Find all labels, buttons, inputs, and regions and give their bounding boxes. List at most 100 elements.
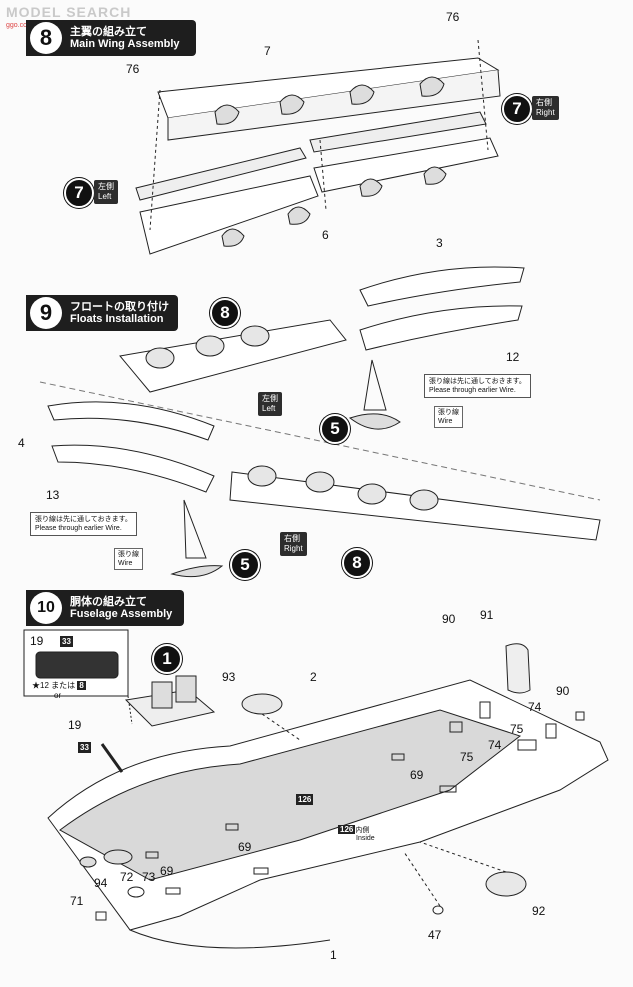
wire-callout-right: 張り線は先に通しておきます。 Please through earlier Wir… [424, 374, 531, 398]
wing-lower-right-part [309, 111, 499, 197]
part-number: 69 [410, 768, 424, 782]
step-title-en: Fuselage Assembly [70, 608, 173, 620]
float-left-assembly [47, 401, 224, 578]
callout-en: Please through earlier Wire. [35, 525, 122, 532]
sub-assembly-disc: 8 [342, 548, 372, 578]
sub-assembly-disc: 5 [320, 414, 350, 444]
wire-jp: 張り線 [438, 409, 459, 416]
part-number: 75 [460, 750, 474, 764]
inset-frame [23, 629, 133, 725]
part-number: 1 [330, 948, 337, 962]
side-en: Left [262, 404, 276, 413]
part-number: 75 [510, 722, 524, 736]
or-en: or [54, 691, 62, 700]
part-number: 13 [46, 488, 60, 502]
step-title-jp: 主翼の組み立て [70, 26, 147, 38]
part-number: 72 [120, 870, 134, 884]
part-number: 4 [18, 436, 25, 450]
inside-jp: 内側 [355, 827, 370, 834]
wing-lower-left-part [135, 147, 319, 255]
step-number: 9 [30, 297, 62, 329]
or-jp: または [51, 681, 76, 690]
callout-en: Please through earlier Wire. [429, 387, 516, 394]
inside-decal: 126 [338, 825, 356, 834]
step-8-banner: 8 主翼の組み立て Main Wing Assembly [26, 20, 196, 56]
part-number: 76 [126, 62, 140, 76]
guide-lines-step10 [261, 713, 507, 907]
decal-number: 126 [296, 794, 314, 805]
side-en: Left [98, 192, 112, 201]
guide-lines-step8 [149, 39, 489, 231]
callout-jp: 張り線は先に通しておきます。 [429, 378, 526, 385]
wire-en: Wire [118, 560, 133, 567]
part-number: 2 [310, 670, 317, 684]
step-9-banner: 9 フロートの取り付け Floats Installation [26, 295, 178, 331]
part-number: 6 [322, 228, 329, 242]
side-jp: 左側 [98, 182, 114, 191]
wire-tag: 張り線 Wire [114, 548, 143, 570]
part-number: 73 [142, 870, 156, 884]
part-number: 92 [532, 904, 546, 918]
float-right-assembly [348, 266, 525, 430]
part-number: 90 [442, 612, 456, 626]
wire-en: Wire [438, 418, 453, 425]
part-number: 69 [160, 864, 174, 878]
wire-tag: 張り線 Wire [434, 406, 463, 428]
part-number: 71 [70, 894, 84, 908]
callout-jp: 張り線は先に通しておきます。 [35, 516, 132, 523]
side-jp: 左側 [262, 394, 278, 403]
step-title-jp: フロートの取り付け [70, 301, 169, 313]
watermark-sub: ggo.com [6, 22, 33, 29]
step-number: 8 [30, 22, 62, 54]
left-wing-section [119, 319, 347, 393]
cockpit-seats-part [124, 675, 216, 727]
wire-callout-left: 張り線は先に通しておきます。 Please through earlier Wir… [30, 512, 137, 536]
fuselage-half [47, 679, 609, 949]
sub-assembly-disc: 5 [230, 550, 260, 580]
step-title-en: Floats Installation [70, 313, 164, 325]
part-number: 76 [446, 10, 460, 24]
decal-number: 33 [60, 636, 73, 647]
part-number: 47 [428, 928, 442, 942]
part-number: 90 [556, 684, 570, 698]
sub-assembly-disc: 7 [502, 94, 532, 124]
inside-en: Inside [356, 835, 375, 842]
part-number: 74 [528, 700, 542, 714]
part-number: 69 [238, 840, 252, 854]
side-jp: 右側 [284, 534, 300, 543]
decal-a: 12 [40, 681, 49, 690]
side-en: Right [284, 544, 303, 553]
sub-assembly-disc: 7 [64, 178, 94, 208]
step-10-banner: 10 胴体の組み立て Fuselage Assembly [26, 590, 184, 626]
side-jp: 右側 [536, 98, 552, 107]
part-number: 93 [222, 670, 236, 684]
sub-assembly-disc: 8 [210, 298, 240, 328]
sub-assembly-disc: 1 [152, 644, 182, 674]
part-number: 19 [30, 634, 44, 648]
fuselage-small-parts [79, 643, 585, 921]
watermark: MODEL SEARCH [6, 4, 132, 20]
wing-upper-part [157, 57, 501, 141]
side-en: Right [536, 108, 555, 117]
step-title-en: Main Wing Assembly [70, 38, 180, 50]
decal-b: 8 [77, 681, 86, 690]
part-number: 12 [506, 350, 520, 364]
part-number: 91 [480, 608, 494, 622]
decal-number: 33 [78, 742, 91, 753]
part-number: 94 [94, 876, 108, 890]
divider-line [39, 381, 601, 501]
wire-jp: 張り線 [118, 551, 139, 558]
part-number: 7 [264, 44, 271, 58]
part-number: 3 [436, 236, 443, 250]
step-number: 10 [30, 592, 62, 624]
part-number: 19 [68, 718, 82, 732]
part-number: 74 [488, 738, 502, 752]
step-title-jp: 胴体の組み立て [70, 596, 147, 608]
